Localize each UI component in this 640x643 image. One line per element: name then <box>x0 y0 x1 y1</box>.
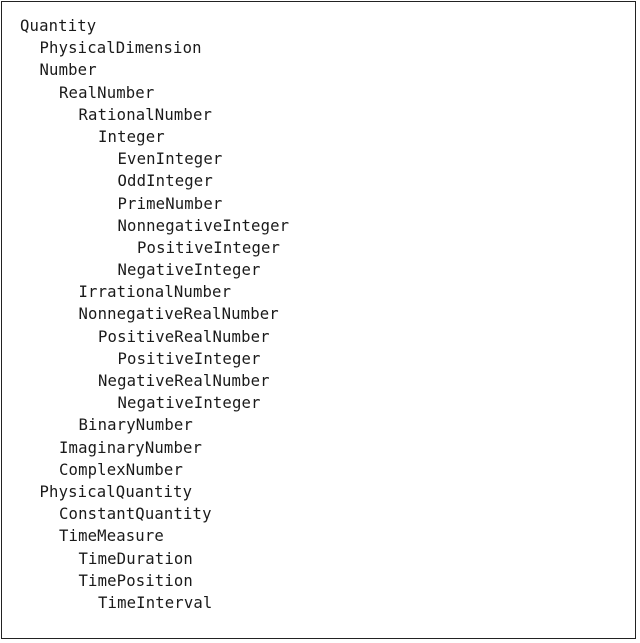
tree-node: PrimeNumber <box>117 194 223 213</box>
tree-node: TimeInterval <box>98 593 213 612</box>
tree-node: ConstantQuantity <box>59 505 212 524</box>
tree-node: ComplexNumber <box>59 460 183 479</box>
tree-node: ImaginaryNumber <box>59 438 203 457</box>
tree-node: IrrationalNumber <box>78 283 232 302</box>
tree-node: TimeMeasure <box>59 527 164 546</box>
tree-node: Integer <box>98 127 165 146</box>
tree-node: PhysicalQuantity <box>39 482 193 501</box>
tree-node: PositiveInteger <box>117 349 261 368</box>
tree-node: NonnegativeRealNumber <box>78 305 279 324</box>
tree-node: NegativeInteger <box>117 261 261 280</box>
tree-node: TimeDuration <box>78 549 193 568</box>
tree-node: OddInteger <box>117 172 213 191</box>
tree-node: PositiveInteger <box>137 238 281 257</box>
tree-node: NonnegativeInteger <box>117 216 290 235</box>
tree-node: NegativeRealNumber <box>98 372 270 390</box>
tree-node: RationalNumber <box>78 105 213 124</box>
class-hierarchy-tree: Quantity PhysicalDimension Number RealNu… <box>20 15 289 614</box>
tree-node: Quantity <box>20 17 97 35</box>
tree-node: TimePosition <box>78 571 193 590</box>
tree-node: Number <box>39 61 97 80</box>
tree-node: PositiveRealNumber <box>98 327 270 346</box>
tree-node: NegativeInteger <box>117 394 261 413</box>
tree-node: EvenInteger <box>117 150 223 169</box>
tree-node: BinaryNumber <box>78 416 193 435</box>
tree-node: RealNumber <box>59 83 155 102</box>
tree-node: PhysicalDimension <box>39 39 202 58</box>
